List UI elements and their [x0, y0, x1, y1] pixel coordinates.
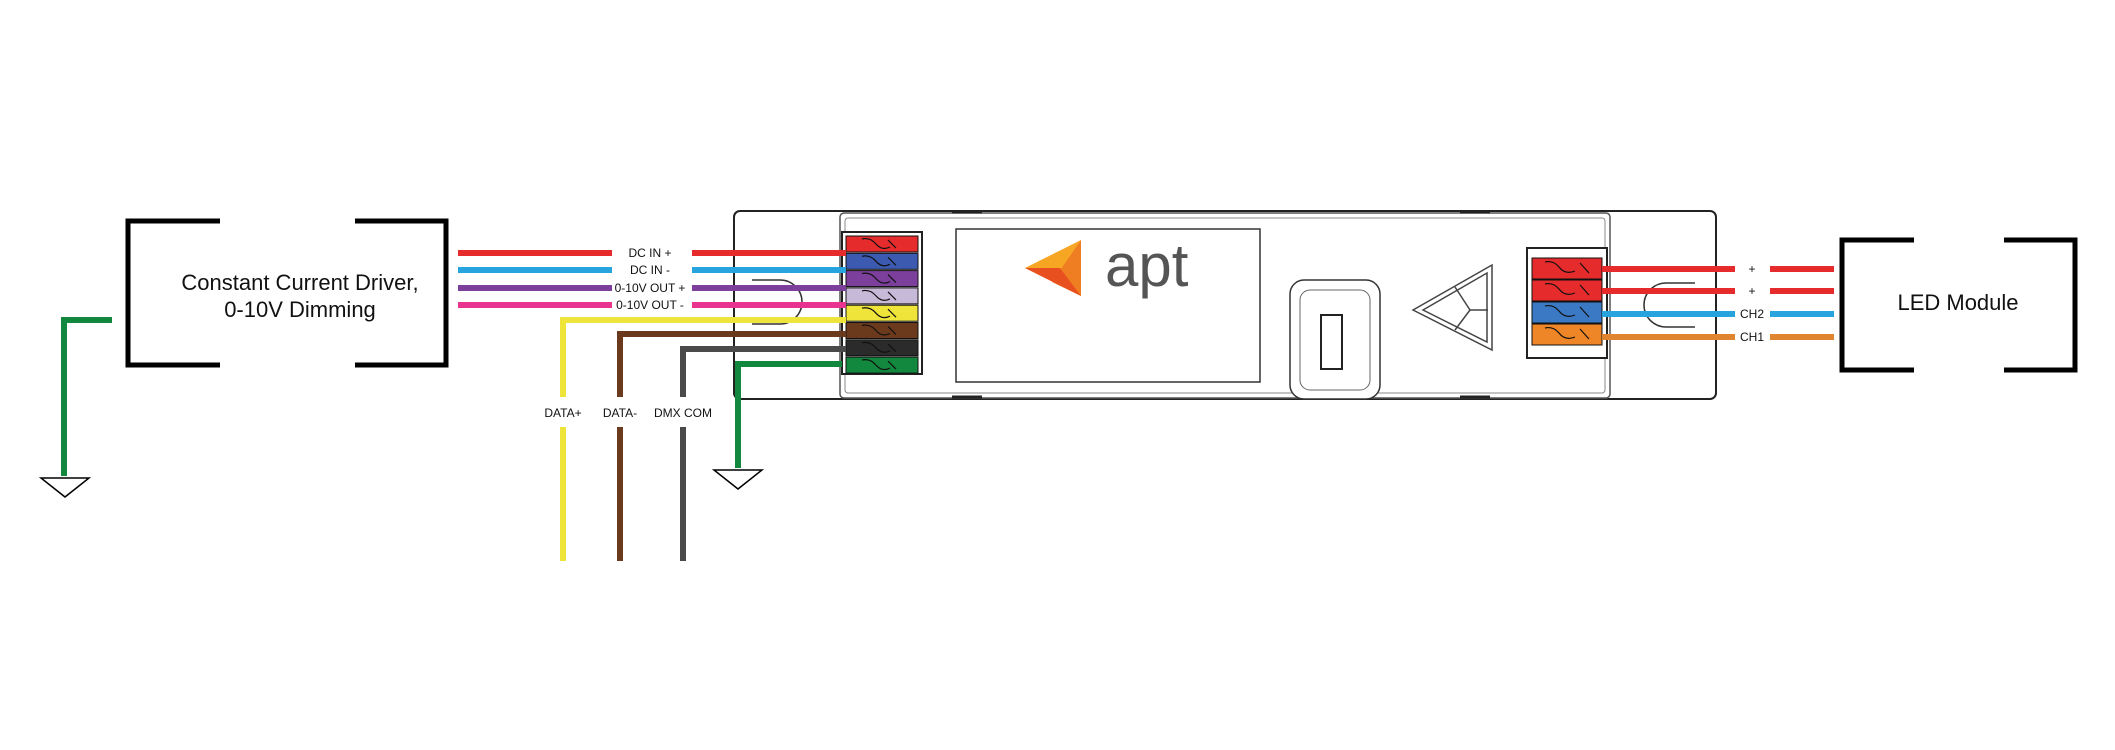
- label-panel: [955, 228, 1261, 383]
- input-wire-label: 0-10V OUT -: [616, 298, 684, 312]
- driver-ground: [38, 317, 112, 498]
- right-terminal-slot: [1531, 257, 1603, 280]
- right-terminal-screw-icon: [1544, 260, 1590, 274]
- input-wire-label: DC IN -: [630, 263, 670, 277]
- device-ground: [711, 361, 842, 490]
- ground-symbol-icon: [711, 469, 765, 490]
- left-terminal-screw-icon: [861, 324, 897, 336]
- led-module-label: LED Module: [1897, 290, 2018, 315]
- left-terminal-screw-icon: [861, 272, 897, 284]
- right-terminal-screw-icon: [1544, 282, 1590, 296]
- output-wire-label: CH2: [1740, 307, 1764, 321]
- left-terminal-screw-icon: [861, 307, 897, 319]
- apt-logo: apt: [1025, 232, 1189, 299]
- left-terminal-slot: [845, 356, 919, 374]
- output-wire-label: +: [1748, 262, 1755, 276]
- left-terminal-slot: [845, 287, 919, 305]
- left-terminal-slot: [845, 339, 919, 357]
- left-terminal-slot: [845, 235, 919, 253]
- left-terminal-slot: [845, 252, 919, 270]
- ground-symbol-icon: [38, 477, 92, 498]
- right-terminal-screw-icon: [1544, 326, 1590, 340]
- led-module-box: LED Module: [1839, 237, 2078, 373]
- triangle-mark-icon: [1411, 263, 1493, 352]
- dmx-wire-upper: [560, 317, 846, 397]
- output-wire-label: +: [1748, 284, 1755, 298]
- left-terminal-screw-icon: [861, 255, 897, 267]
- left-terminal-screw-icon: [861, 341, 897, 353]
- output-wire-label: CH1: [1740, 330, 1764, 344]
- right-terminal-slot: [1531, 323, 1603, 346]
- switch-slot: [1320, 314, 1343, 370]
- right-terminal-slot: [1531, 301, 1603, 324]
- left-terminal-screw-icon: [861, 237, 897, 250]
- left-terminal-screw-icon: [861, 289, 897, 301]
- dmx-wire-label: DATA+: [544, 406, 581, 420]
- input-wire-label: 0-10V OUT +: [615, 281, 686, 295]
- dmx-wire-upper: [617, 331, 846, 397]
- driver-label-line1: Constant Current Driver,: [181, 270, 418, 295]
- left-terminal-block: [841, 231, 923, 375]
- left-terminal-screw-icon: [861, 359, 897, 371]
- driver-box: Constant Current Driver, 0-10V Dimming: [125, 218, 449, 368]
- right-terminal-screw-icon: [1544, 304, 1590, 318]
- dmx-wire-label: DMX COM: [654, 406, 712, 420]
- controller-device: [733, 210, 1717, 400]
- input-wire-label: DC IN +: [628, 246, 671, 260]
- left-terminal-slot: [845, 322, 919, 339]
- left-terminal-slot: [845, 304, 919, 322]
- logo-text: apt: [1105, 232, 1189, 299]
- driver-label-line2: 0-10V Dimming: [224, 297, 376, 322]
- right-terminal-slot: [1531, 279, 1603, 302]
- right-terminal-block: [1526, 247, 1608, 359]
- dmx-wire-upper: [680, 346, 846, 397]
- dmx-wires: DATA+ DATA- DMX COM: [544, 317, 846, 561]
- dmx-wire-label: DATA-: [603, 406, 637, 420]
- input-wires: DC IN + DC IN - 0-10V OUT + 0-10V OUT -: [458, 246, 846, 312]
- left-terminal-slot: [845, 270, 919, 288]
